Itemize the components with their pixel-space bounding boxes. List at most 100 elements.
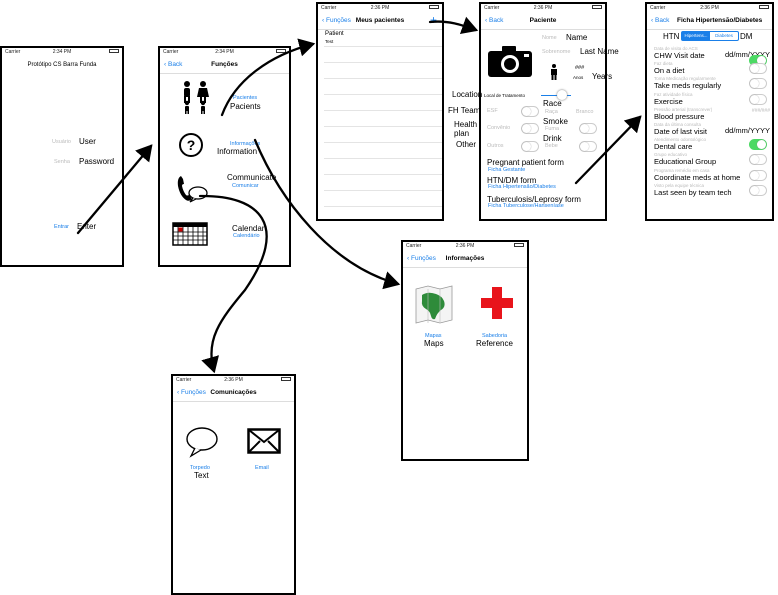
esf-toggle[interactable] [521,106,539,117]
map-icon[interactable] [414,285,454,325]
form-row-toggle[interactable] [749,154,767,166]
help-question-icon[interactable]: ? [178,132,204,158]
status-bar: Carrier 2:36 PM [403,242,527,251]
pregnant-form-annotation: Pregnant patient form [487,158,564,167]
information-annotation: Information [217,147,258,156]
form-row-label-pt: Data de visita do ACS [654,46,698,51]
calendar-annotation: Calendar [232,224,265,233]
form-row-value[interactable]: dd/mm/YYYY [724,50,770,59]
back-button[interactable]: ‹ Funções [407,255,436,262]
information-link[interactable]: Informações [230,141,261,147]
maps-annotation: Maps [424,339,444,348]
location-label: Local de Tratamento [484,93,526,98]
htn-form-link[interactable]: Ficha Hipertensão/Diabetes [488,184,556,190]
form-row-toggle[interactable] [749,78,767,90]
back-label: Back [654,17,670,24]
form-row-toggle[interactable] [749,63,767,75]
communicate-link[interactable]: Comunicar [232,183,259,189]
form-row-value[interactable]: ###/### [751,107,770,114]
maps-link[interactable]: Mapas [425,333,442,339]
family-icon[interactable] [179,80,213,114]
username-field[interactable]: Usuário [52,139,71,145]
form-row-annotation: Date of last visit [654,127,707,136]
battery-icon [109,49,119,53]
health-plan-toggle[interactable] [521,123,539,134]
segment-hypertension[interactable]: Hipertens... [682,32,710,40]
first-name-annotation: Name [566,33,588,42]
text-message-link[interactable]: Torpedo [190,465,210,471]
age-label: Anos [573,75,584,80]
race-annotation: Race [543,99,562,108]
envelope-icon[interactable] [247,428,281,454]
form-row-toggle[interactable] [749,93,767,105]
password-field[interactable]: Senha [54,159,70,165]
carrier-label: Carrier [163,49,179,55]
health-plan-label: Convênio [487,125,511,131]
back-button[interactable]: ‹ Back [164,61,183,68]
segment-diabetes[interactable]: Diabetes [715,33,733,38]
back-button[interactable]: ‹ Funções [177,389,206,396]
arrow-functions-to-info [253,138,401,290]
email-link[interactable]: Email [255,465,269,471]
back-label: Funções [180,389,206,396]
location-slider-thumb[interactable] [557,90,567,100]
password-annotation: Password [79,157,115,166]
form-row-toggle[interactable] [749,169,767,181]
status-bar: Carrier 2:36 PM [481,4,605,13]
last-name-field[interactable]: Sobrenome [542,49,571,55]
patient-name[interactable]: Patient [325,31,344,37]
calendar-link[interactable]: Calendário [233,233,260,239]
enter-button[interactable]: Entrar [54,224,69,230]
calendar-icon[interactable] [172,222,208,246]
form-row-toggle[interactable] [749,184,767,196]
battery-icon [759,5,769,9]
form-row-value[interactable]: dd/mm/YYYY [724,126,770,135]
pregnant-form-link[interactable]: Ficha Gestante [488,167,526,173]
age-value[interactable]: ### [575,65,585,71]
race-value[interactable]: Branco [576,109,594,115]
reference-link[interactable]: Sabedoria [482,333,508,339]
location-slider[interactable] [541,95,571,96]
add-patient-button[interactable]: + [429,13,437,27]
smoke-annotation: Smoke [543,117,568,126]
speech-bubble-icon[interactable] [185,426,219,458]
battery-icon [592,5,602,9]
health-plan-annotation: Health plan [454,120,478,138]
carrier-label: Carrier [321,5,337,11]
other-label: Outros [487,143,504,149]
other-toggle[interactable] [521,141,539,152]
camera-icon[interactable] [487,44,533,78]
table-row-divider [324,46,442,47]
form-row-toggle[interactable] [749,139,767,151]
form-row-annotation: Exercise [654,96,683,106]
tb-form-annotation: Tuberculosis/Leprosy form [487,195,581,204]
information-screen: Carrier 2:36 PM ‹ Funções Informações Ma… [401,240,529,461]
red-cross-icon[interactable] [480,286,514,320]
time-label: 2:36 PM [533,5,553,11]
smoke-toggle[interactable] [579,123,597,134]
back-button[interactable]: ‹ Back [485,17,504,24]
time-label: 2:36 PM [455,243,475,249]
htn-dm-segmented-control[interactable]: Hipertens... Diabetes [681,31,739,41]
form-row[interactable]: Pressão arterial (transcrever)Blood pres… [647,107,772,122]
screen-title: Comunicações [210,389,257,396]
nav-bar: ‹ Funções Comunicações [173,385,294,402]
drink-annotation: Drink [543,134,562,143]
nav-bar: ‹ Funções Meus pacientes + [318,13,442,30]
table-row-divider [324,206,442,207]
first-name-field[interactable]: Nome [542,35,557,41]
patients-link[interactable]: Pacientes [233,95,258,101]
tb-form-link[interactable]: Ficha Tuberculose/Hanseníase [488,203,564,209]
back-button[interactable]: ‹ Back [651,17,670,24]
drink-toggle[interactable] [579,141,597,152]
back-button[interactable]: ‹ Funções [322,17,351,24]
